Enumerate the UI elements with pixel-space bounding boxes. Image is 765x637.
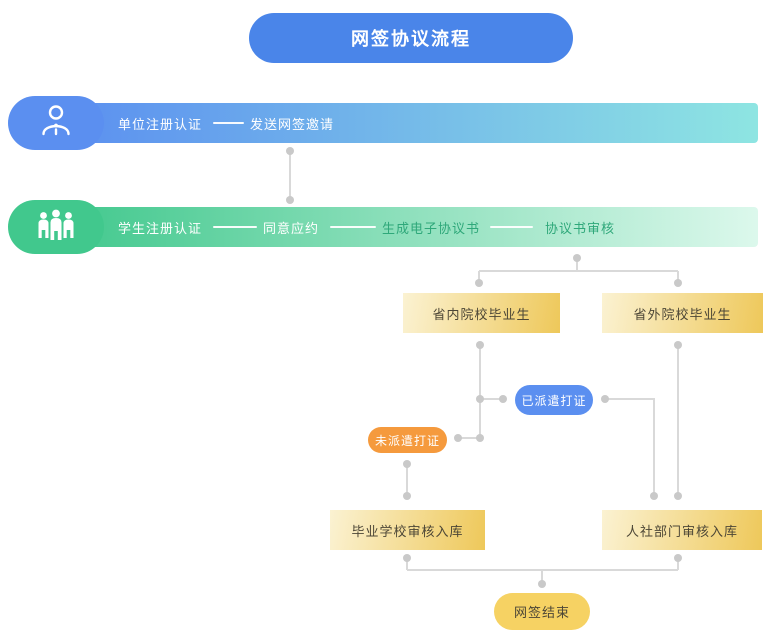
connector-review-branch	[478, 258, 679, 283]
connector-dispatched-hr	[605, 398, 655, 496]
person-icon	[38, 103, 74, 144]
step-label: 学生注册认证	[118, 220, 203, 236]
connector-inside-branch	[458, 345, 502, 439]
step-label: 协议书审核	[545, 220, 616, 236]
node-province-inside-graduates: 省内院校毕业生	[403, 293, 560, 333]
employer-lane-cap	[8, 96, 104, 150]
step-label: 生成电子协议书	[382, 220, 481, 236]
node-not-dispatched-cert: 未派遣打证	[368, 427, 447, 453]
step-connector-line	[213, 122, 244, 124]
step-label: 发送网签邀请	[250, 116, 335, 132]
step-connector-line	[490, 226, 533, 228]
step-connector-line	[330, 226, 376, 228]
step-label: 同意应约	[263, 220, 320, 236]
node-province-outside-graduates: 省外院校毕业生	[602, 293, 763, 333]
node-hr-review-store: 人社部门审核入库	[602, 510, 762, 550]
page-title: 网签协议流程	[249, 13, 573, 63]
connector-merge-end	[406, 558, 679, 586]
people-icon	[34, 208, 78, 247]
step-connector-line	[213, 226, 257, 228]
node-dispatched-cert: 已派遣打证	[515, 385, 593, 415]
node-school-review-store: 毕业学校审核入库	[330, 510, 485, 550]
student-lane-cap	[8, 200, 104, 254]
step-label: 单位注册认证	[118, 116, 203, 132]
employer-lane-bar	[60, 103, 758, 143]
student-lane-bar	[60, 207, 758, 247]
node-signing-end: 网签结束	[494, 593, 590, 630]
